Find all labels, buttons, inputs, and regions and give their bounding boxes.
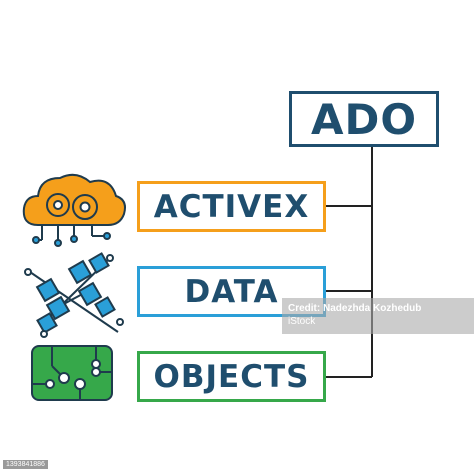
- stock-id: 1393841886: [3, 460, 48, 469]
- term-label-objects: OBJECTS: [153, 358, 310, 395]
- term-label-activex: ACTIVEX: [153, 188, 310, 225]
- watermark-line-1: Credit: Nadezhda Kozhedub: [288, 303, 422, 314]
- term-label-data: DATA: [184, 273, 279, 310]
- data-flow-icon: [24, 252, 124, 338]
- term-box-objects: OBJECTS: [137, 351, 326, 402]
- term-box-activex: ACTIVEX: [137, 181, 326, 232]
- title-box: ADO: [289, 91, 439, 147]
- watermark-line-2: iStock: [288, 316, 316, 327]
- circuit-board-icon: [31, 345, 113, 401]
- connector-lines: [326, 147, 373, 378]
- credit-watermark: Credit: Nadezhda Kozhedub iStock: [282, 298, 474, 334]
- title-text: ADO: [310, 94, 418, 144]
- cloud-gears-icon: [22, 173, 126, 247]
